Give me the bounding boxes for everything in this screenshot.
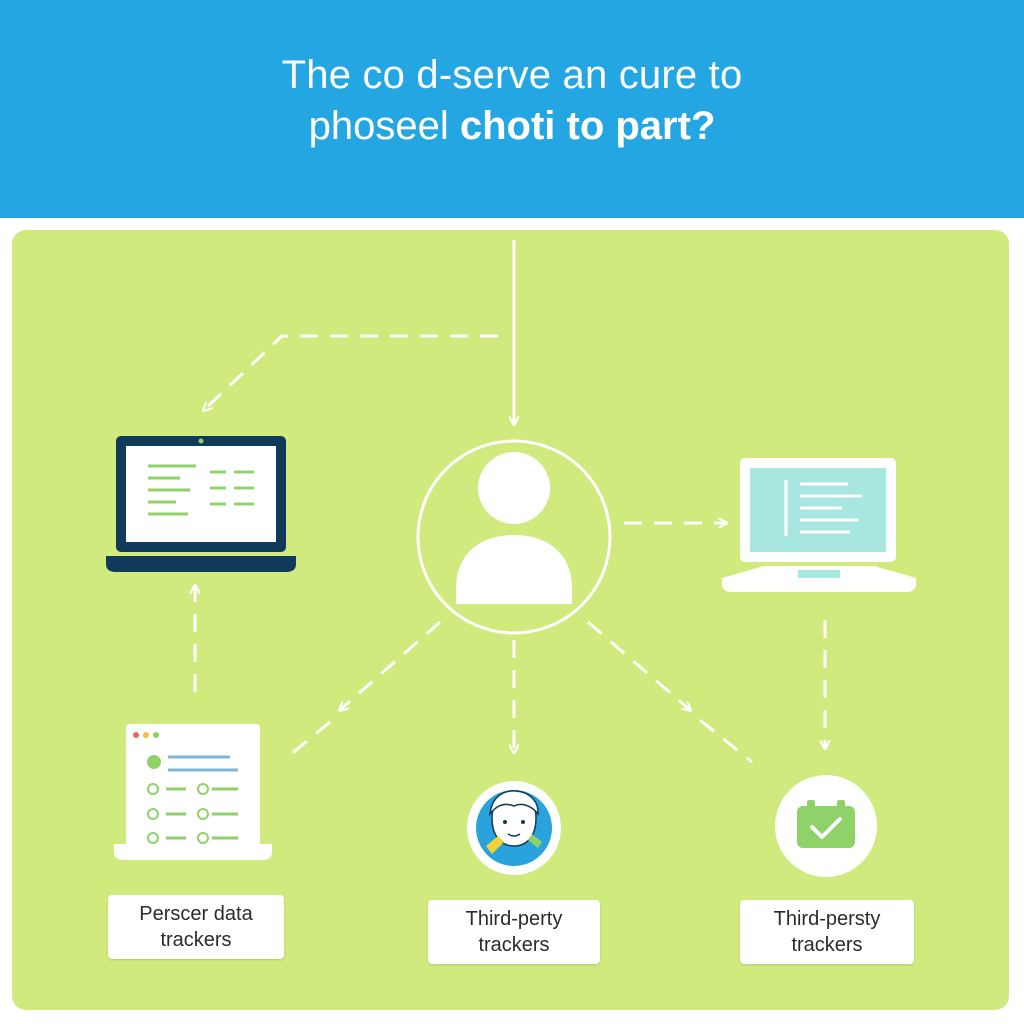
laptop-icon-right [722,458,916,592]
user-node [416,439,612,635]
calendar-check-icon [775,775,877,877]
diagram-panel [12,230,1009,1010]
label-center-line2: trackers [478,934,550,956]
label-right-line2: trackers [791,934,863,956]
arrow-top-to-left-laptop [204,334,498,410]
user-avatar-icon [478,452,550,524]
label-third-party-trackers-center: Third-perty trackers [428,900,600,964]
label-center-line1: Third-perty [465,908,563,930]
header-title-bold: choti to part? [459,104,716,148]
label-personal-data-trackers: Perscer data trackers [108,895,284,959]
label-right-line1: Third-persty [773,908,881,930]
header-title-line2: phoseel choti to part? [309,100,716,152]
label-left-line2: trackers [160,929,232,951]
header-banner: The co d-serve an cure to phoseel choti … [0,0,1024,218]
person-face-icon [467,781,561,875]
arrow-right-extension [699,718,753,764]
label-third-party-trackers-right: Third-persty trackers [740,900,914,964]
arrow-left-extension [283,720,331,762]
arrow-user-to-right [587,620,690,710]
arrow-user-to-left [340,620,441,710]
laptop-icon-left [106,436,296,572]
header-title-line1: The co d-serve an cure to [281,53,743,97]
browser-laptop-icon [114,724,272,860]
header-title-regular: phoseel [308,104,460,148]
label-left-line1: Perscer data [139,903,253,925]
